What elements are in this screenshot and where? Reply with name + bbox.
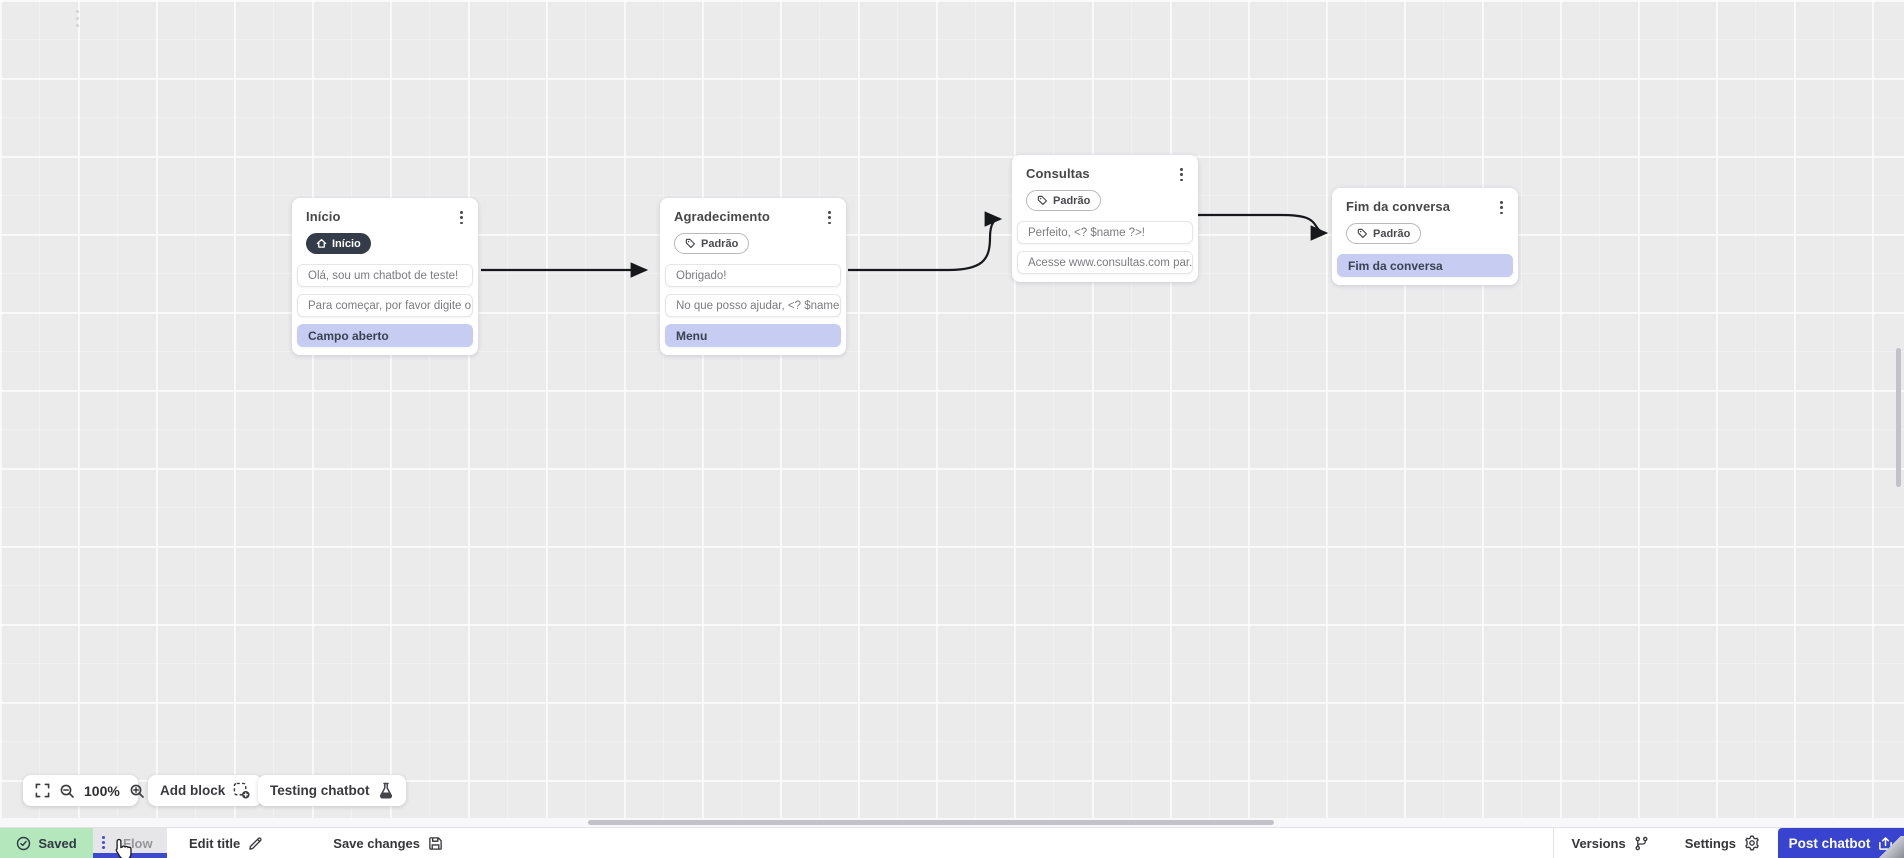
tag-icon <box>1037 196 1048 206</box>
node-menu-kebab-icon[interactable] <box>1177 166 1186 183</box>
tag-icon <box>685 239 696 249</box>
node-type-badge: Padrão <box>674 233 750 255</box>
node-message-row[interactable]: Perfeito, <? $name ?>! <box>1017 221 1193 245</box>
flow-node-consultas[interactable]: Consultas Padrão Perfeito, <? $name ?>! … <box>1012 155 1198 283</box>
flow-connectors <box>481 211 1329 278</box>
fullscreen-icon[interactable] <box>35 783 50 798</box>
versions-button[interactable]: Versions <box>1554 828 1667 858</box>
tag-icon <box>1357 229 1368 239</box>
node-menu-kebab-icon[interactable] <box>457 209 466 226</box>
gear-icon <box>1745 835 1759 851</box>
canvas-drag-handle-icon <box>76 10 79 27</box>
pencil-icon <box>249 836 262 850</box>
node-title: Fim da conversa <box>1346 199 1451 214</box>
node-message-row[interactable]: No que posso ajudar, <? $name ... <box>665 294 841 318</box>
node-title: Início <box>306 209 341 224</box>
node-action-row[interactable]: Fim da conversa <box>1337 254 1513 278</box>
settings-button[interactable]: Settings <box>1667 828 1778 858</box>
upload-icon <box>1879 836 1893 850</box>
flow-canvas[interactable]: Início Início Olá, sou um chatbot de tes… <box>0 0 1904 818</box>
bottom-bar-divider <box>1552 828 1554 858</box>
testing-chatbot-button[interactable]: Testing chatbot <box>258 775 406 806</box>
node-message-row[interactable]: Para começar, por favor digite o ... <box>297 294 473 318</box>
zoom-in-icon[interactable] <box>129 783 145 799</box>
add-block-button[interactable]: Add block <box>148 775 263 806</box>
node-title: Consultas <box>1026 166 1090 181</box>
node-type-badge: Padrão <box>1346 223 1422 245</box>
save-changes-button[interactable]: Save changes <box>319 828 457 858</box>
canvas-zoom-controls: 100% <box>23 775 144 806</box>
flow-node-agradecimento[interactable]: Agradecimento Padrão Obrigado! No que po… <box>660 198 846 356</box>
home-icon <box>316 239 327 249</box>
node-action-row[interactable]: Menu <box>665 324 841 348</box>
bottom-bar: Saved Flow Edit title Save changes Versi… <box>0 827 1904 858</box>
flow-node-inicio[interactable]: Início Início Olá, sou um chatbot de tes… <box>292 198 478 356</box>
node-message-row[interactable]: Olá, sou um chatbot de teste! <box>297 264 473 288</box>
active-tab-indicator <box>93 853 167 858</box>
post-chatbot-button[interactable]: Post chatbot <box>1778 828 1904 858</box>
node-title: Agradecimento <box>674 209 770 224</box>
vertical-scrollbar[interactable] <box>1896 348 1901 487</box>
check-circle-icon <box>17 836 31 850</box>
tab-menu-kebab-icon[interactable] <box>102 836 105 849</box>
node-type-badge: Padrão <box>1026 190 1102 212</box>
node-message-row[interactable]: Obrigado! <box>665 264 841 288</box>
save-icon <box>429 836 442 850</box>
edit-title-button[interactable]: Edit title <box>175 828 277 858</box>
node-message-row[interactable]: Acesse www.consultas.com par... <box>1017 251 1193 275</box>
flow-node-fim-da-conversa[interactable]: Fim da conversa Padrão Fim da conversa <box>1332 188 1518 286</box>
zoom-level: 100% <box>84 782 120 799</box>
add-block-icon <box>233 782 250 799</box>
node-menu-kebab-icon[interactable] <box>825 209 834 226</box>
horizontal-scrollbar[interactable] <box>588 820 1274 825</box>
tab-flow[interactable]: Flow <box>93 828 167 858</box>
branch-icon <box>1635 836 1648 850</box>
node-type-badge: Início <box>306 233 371 255</box>
flask-icon <box>379 782 392 799</box>
saved-status-badge: Saved <box>0 828 93 858</box>
node-menu-kebab-icon[interactable] <box>1497 199 1506 216</box>
zoom-out-icon[interactable] <box>59 783 75 799</box>
tab-flow-label: Flow <box>123 835 153 851</box>
node-action-row[interactable]: Campo aberto <box>297 324 473 348</box>
